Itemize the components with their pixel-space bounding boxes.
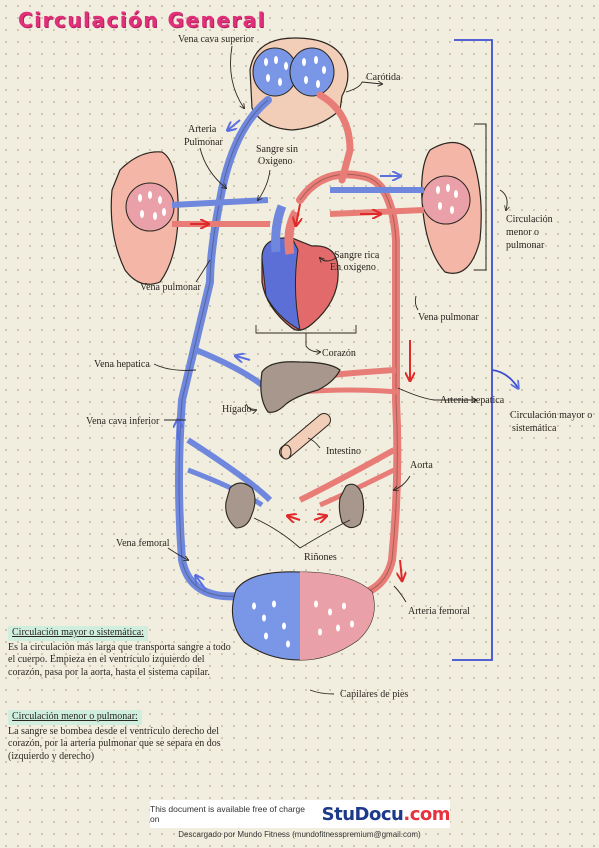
- label-sangre-sin-2: Oxigeno: [258, 156, 292, 167]
- renal-artery: [298, 447, 396, 503]
- flow-arrows: [178, 119, 410, 591]
- foot-capillaries: [231, 571, 375, 661]
- page-title: Circulación General: [18, 8, 266, 32]
- heart: [261, 204, 339, 331]
- label-rinones: Riñones: [304, 552, 337, 563]
- pulmonary-vein-left: [171, 197, 269, 208]
- lung-bracket: [474, 123, 487, 271]
- label-circ-mayor-1: Circulación mayor o: [510, 410, 592, 421]
- footer-notice: This document is available free of charg…: [150, 804, 305, 824]
- label-higado: Hígado: [222, 404, 251, 415]
- liver: [260, 361, 341, 413]
- logo-suffix: .com: [403, 803, 450, 825]
- note-circulacion-menor: Circulación menor o pulmonar: La sangre …: [8, 710, 238, 763]
- label-circ-menor-1: Circulación: [506, 214, 553, 225]
- label-arteria-pulmonar-1: Arteria: [188, 124, 217, 135]
- intestine: [279, 413, 331, 460]
- brackets: [452, 39, 518, 661]
- label-vena-cava-superior: Vena cava superior: [178, 34, 255, 45]
- label-vena-pulmonar-left: Vena pulmonar: [140, 282, 201, 293]
- head-capillaries: [249, 37, 349, 131]
- label-aorta: Aorta: [410, 460, 433, 471]
- vein-loop: [175, 96, 272, 601]
- artery-loop: [296, 170, 402, 602]
- studocu-logo[interactable]: StuDocu.com: [321, 803, 451, 825]
- label-carotida: Carótida: [366, 72, 401, 83]
- note-mayor-body: Es la circulación más larga que transpor…: [8, 641, 231, 678]
- label-sangre-rica-2: En oxigeno: [330, 262, 376, 273]
- label-circ-mayor-2: sistemática: [512, 423, 557, 434]
- label-vena-hepatica: Vena hepatica: [94, 359, 150, 370]
- label-circ-menor-3: pulmonar: [506, 240, 545, 251]
- renal-vein: [186, 437, 273, 503]
- logo-main: StuDocu: [321, 803, 404, 825]
- note-circulacion-mayor: Circulación mayor o sistemática: Es la c…: [8, 626, 238, 679]
- note-mayor-heading: Circulación mayor o sistemática:: [8, 626, 148, 641]
- artery-outline: [299, 173, 398, 599]
- right-lung: [421, 141, 482, 274]
- label-corazon: Corazón: [322, 348, 356, 359]
- label-arteria-femoral: Arteria femoral: [408, 606, 470, 617]
- label-capilares: Capilares de pies: [340, 689, 408, 700]
- leader-lines: [153, 45, 507, 695]
- label-vena-femoral: Vena femoral: [116, 538, 170, 549]
- label-intestino: Intestino: [326, 446, 361, 457]
- label-circ-menor-2: menor o: [506, 227, 539, 238]
- studocu-banner[interactable]: This document is available free of charg…: [150, 800, 450, 828]
- label-vena-pulmonar-right: Vena pulmonar: [418, 312, 479, 323]
- carotid-artery: [316, 91, 354, 184]
- vein-outline: [178, 99, 269, 597]
- download-notice: Descargado por Mundo Fitness (mundofitne…: [178, 830, 421, 839]
- label-sangre-sin-1: Sangre sin: [256, 144, 298, 155]
- label-sangre-rica-1: Sangre rica: [334, 250, 380, 261]
- note-menor-body: La sangre se bombea desde el ventrículo …: [8, 725, 221, 762]
- label-vena-cava-inferior: Vena cava inferior: [86, 416, 160, 427]
- label-arteria-pulmonar-2: Pulmonar: [184, 137, 224, 148]
- label-arteria-hepatica: Arteria hepatica: [440, 395, 505, 406]
- kidneys: [225, 482, 365, 529]
- note-menor-heading: Circulación menor o pulmonar:: [8, 710, 142, 725]
- left-lung: [110, 151, 179, 285]
- hepatic-vein: [194, 347, 264, 388]
